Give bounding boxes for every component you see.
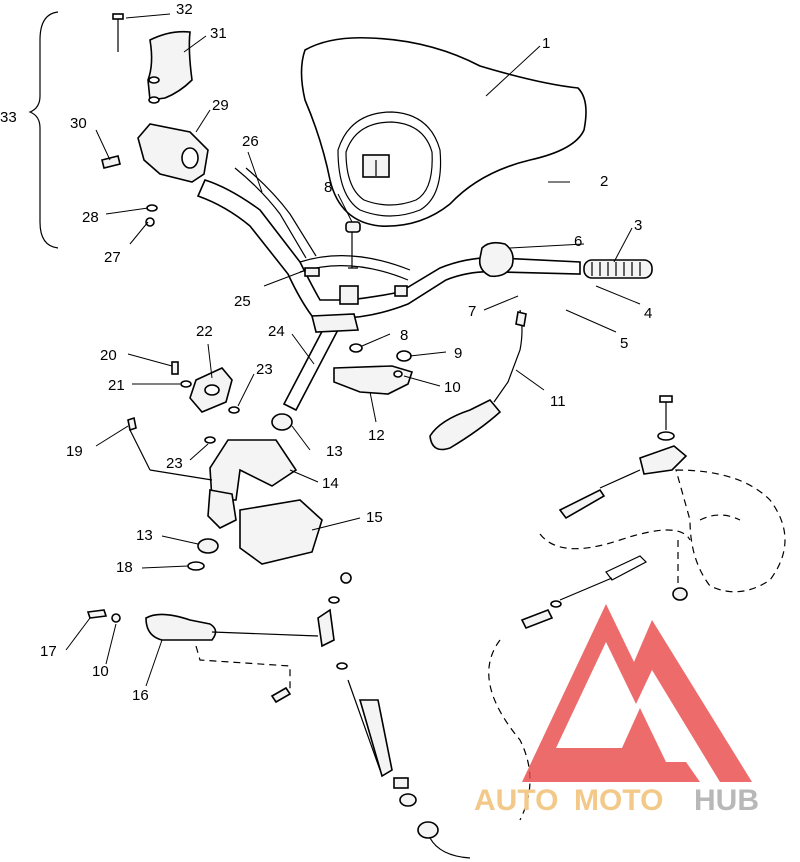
knuckle-and-cable — [488, 395, 786, 821]
callout-19: 19 — [66, 443, 83, 460]
callout-8-lower: 8 — [400, 327, 408, 344]
callout-5: 5 — [620, 335, 628, 352]
callout-31: 31 — [210, 25, 227, 42]
callout-3: 3 — [634, 217, 642, 234]
callout-26: 26 — [242, 133, 259, 150]
callout-13-upper: 13 — [326, 443, 343, 460]
handlebar — [196, 167, 653, 319]
leader-lines — [65, 13, 641, 687]
callout-33: 33 — [0, 109, 17, 126]
callout-7: 7 — [468, 303, 476, 320]
callout-29: 29 — [212, 97, 229, 114]
steering-pad — [300, 36, 587, 227]
callout-32: 32 — [176, 1, 193, 18]
callout-23-lower: 23 — [166, 455, 183, 472]
callout-28: 28 — [82, 209, 99, 226]
group-bracket — [28, 11, 59, 249]
callout-18: 18 — [116, 559, 133, 576]
watermark-logo — [522, 604, 752, 782]
callout-10-right: 10 — [444, 379, 461, 396]
steering-mechanism — [127, 361, 323, 571]
logo-triangle-outer — [522, 604, 752, 782]
callout-14: 14 — [322, 475, 339, 492]
callout-27: 27 — [104, 249, 121, 266]
watermark-moto: MOTO — [574, 784, 663, 817]
callout-20: 20 — [100, 347, 117, 364]
callout-17: 17 — [40, 643, 57, 660]
callout-16: 16 — [132, 687, 149, 704]
callout-13-lower: 13 — [136, 527, 153, 544]
callout-11: 11 — [550, 393, 566, 410]
callout-24: 24 — [268, 323, 285, 340]
watermark-auto: AUTO — [474, 784, 558, 817]
callout-2: 2 — [600, 173, 608, 190]
callout-25: 25 — [234, 293, 251, 310]
watermark-hub: HUB — [694, 784, 759, 817]
pitman-arm — [86, 609, 319, 704]
callout-9: 9 — [454, 345, 462, 362]
callout-23-upper: 23 — [256, 361, 273, 378]
callout-4: 4 — [644, 305, 652, 322]
watermark-text: AUTO MOTO HUB — [474, 784, 759, 817]
steering-column — [282, 309, 527, 451]
tie-rod-assembly — [317, 572, 471, 859]
callout-8-top: 8 — [324, 179, 332, 196]
callout-21: 21 — [108, 377, 125, 394]
callout-10-left: 10 — [92, 663, 109, 680]
mirror-assembly — [101, 13, 209, 227]
callout-15: 15 — [366, 509, 383, 526]
callouts: 1 2 3 4 5 6 7 8 8 9 10 10 11 12 13 13 14… — [0, 1, 652, 704]
callout-30: 30 — [70, 115, 87, 132]
logo-triangle-inner — [584, 690, 622, 736]
callout-1: 1 — [542, 35, 550, 52]
callout-6: 6 — [574, 233, 582, 250]
callout-22: 22 — [196, 323, 213, 340]
callout-12: 12 — [368, 427, 385, 444]
